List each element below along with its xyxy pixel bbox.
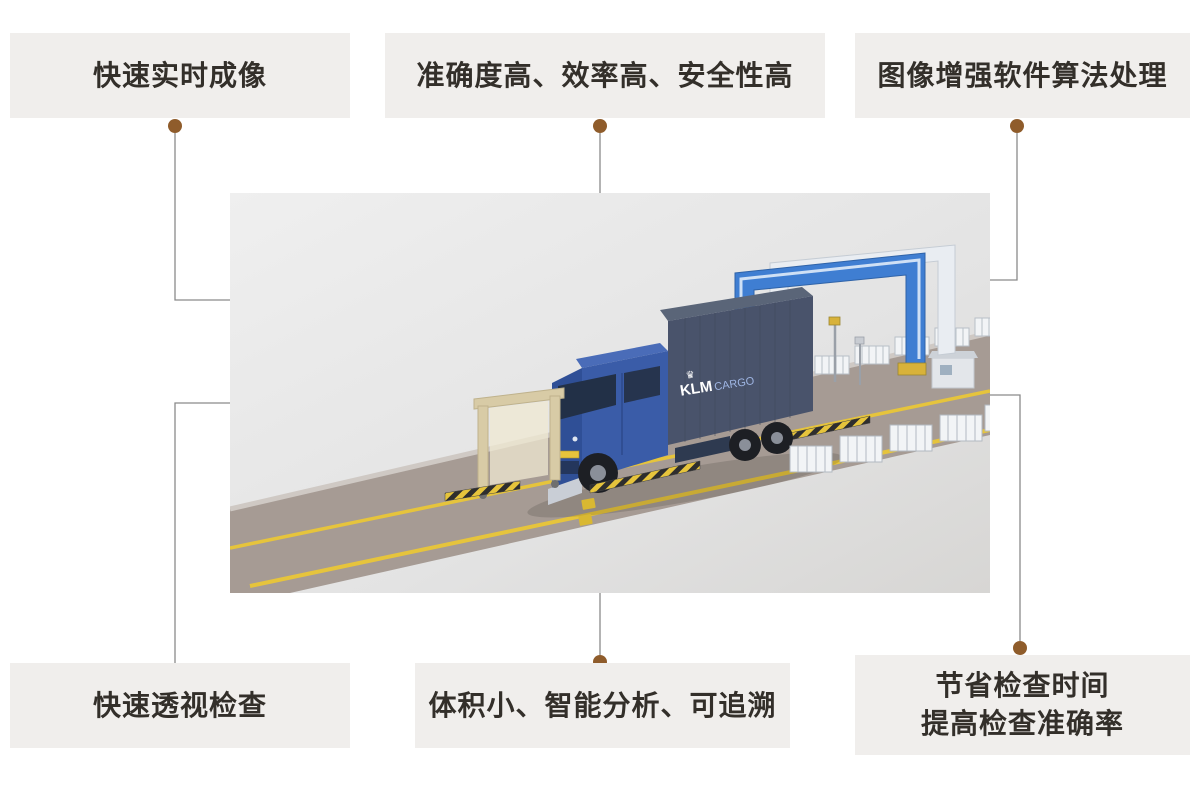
feature-label-text: 准确度高、效率高、安全性高 (416, 59, 794, 91)
brand-klm: KLM (679, 378, 714, 400)
hazard-strip-center (589, 460, 701, 494)
headlight (572, 436, 578, 442)
chassis (675, 436, 730, 463)
cargo-truck: ♛ KLMCARGO (548, 287, 813, 505)
side-window (624, 366, 660, 403)
truck-scanner-illustration: ♛ KLMCARGO (229, 193, 1028, 593)
feature-label-text-line1: 节省检查时间 (935, 670, 1110, 701)
feature-label-image-enhancement: 图像增强软件算法处理 (855, 33, 1190, 118)
guard-booth (928, 351, 978, 389)
feature-label-text: 快速透视检查 (92, 689, 267, 721)
feature-label-accuracy-efficiency-safety: 准确度高、效率高、安全性高 (385, 33, 825, 118)
portable-scanner-frame (473, 387, 565, 499)
container: ♛ KLMCARGO (660, 287, 813, 445)
frame-wheel (551, 480, 559, 488)
road-marking (578, 498, 596, 526)
cab (548, 343, 668, 505)
callout-dot-top-left (168, 119, 182, 133)
bumper (548, 477, 582, 505)
feature-label-small-smart-traceable: 体积小、智能分析、可追溯 (415, 663, 790, 748)
feature-label-fast-realtime-imaging: 快速实时成像 (10, 33, 350, 118)
product-scene: ♛ KLMCARGO (229, 193, 1028, 593)
feature-label-save-time-accuracy: 节省检查时间 提高检查准确率 (855, 655, 1190, 755)
license-plate (559, 450, 580, 459)
sensor-posts (828, 316, 865, 385)
klm-crown-icon: ♛ (685, 369, 696, 381)
feature-label-text: 图像增强软件算法处理 (877, 59, 1168, 91)
truck-shadow (527, 452, 843, 518)
windshield (558, 374, 616, 420)
scanner-curtain (490, 401, 548, 485)
hazard-strip-left (444, 480, 521, 502)
grille (557, 461, 579, 474)
feature-label-fast-xray-inspection: 快速透视检查 (10, 663, 350, 748)
feature-label-text: 体积小、智能分析、可追溯 (428, 689, 777, 721)
feature-label-text-line2: 提高检查准确率 (920, 708, 1124, 739)
gantry-base-right (897, 362, 927, 376)
callout-dot-top-right (1010, 119, 1024, 133)
callout-dot-top-center (593, 119, 607, 133)
feature-label-text: 快速实时成像 (92, 59, 267, 91)
callout-dot-bottom-right (1013, 641, 1027, 655)
